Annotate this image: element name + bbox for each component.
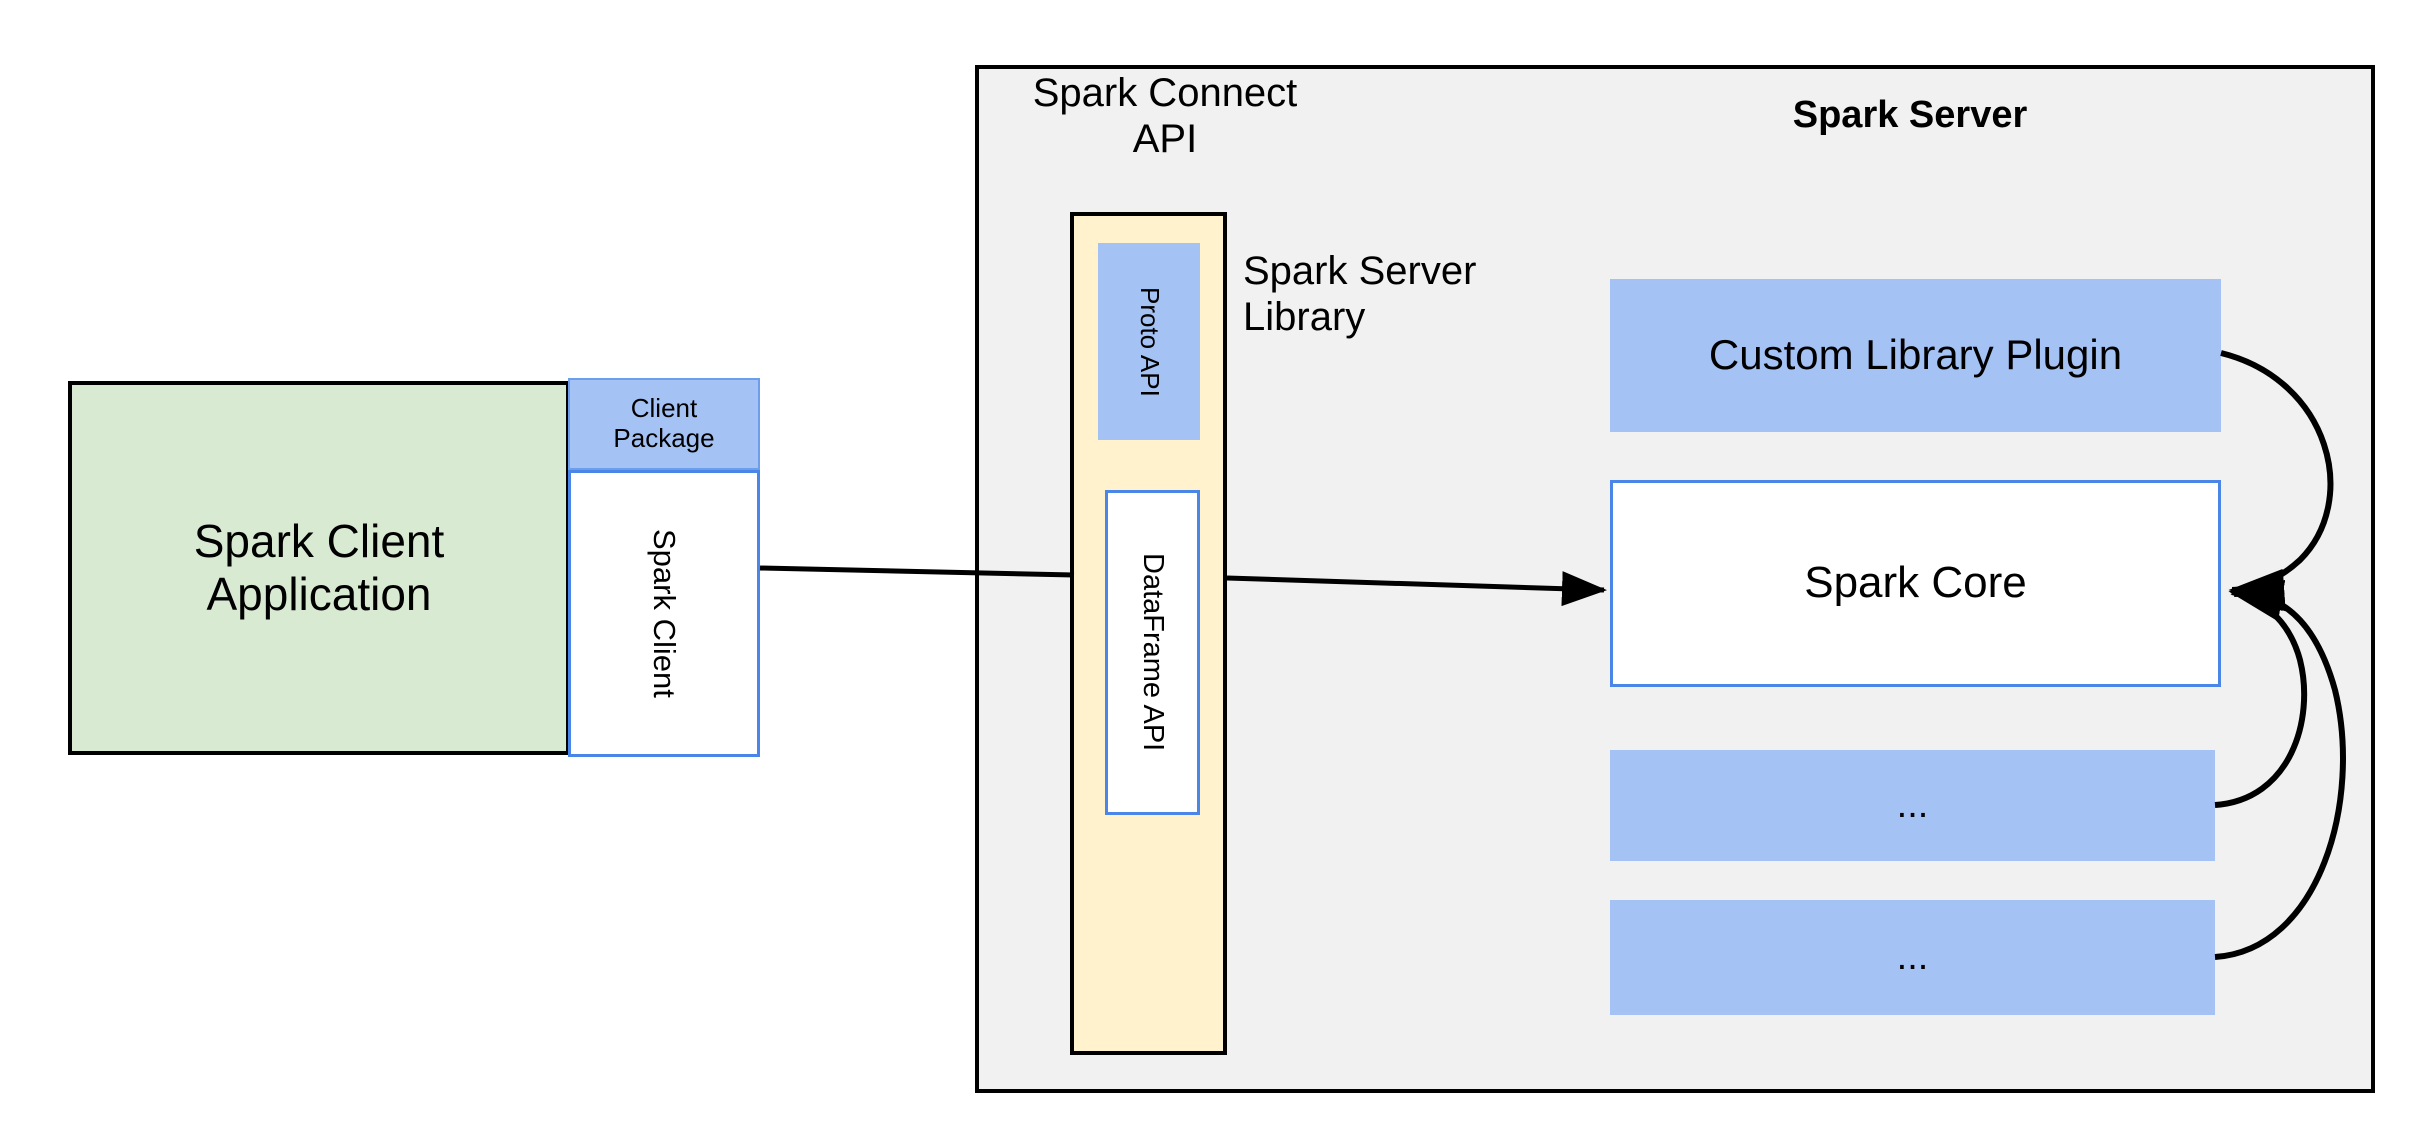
ellipsis-label-1: ... (1896, 783, 1929, 826)
proto-api-box: Proto API (1098, 243, 1200, 440)
dataframe-api-box: DataFrame API (1105, 490, 1200, 815)
ellipsis-label-2: ... (1896, 935, 1929, 978)
spark-client-application-label: Spark Client Application (194, 515, 445, 621)
server-library-line-2: Library (1243, 295, 1366, 339)
client-package-line-2: Package (613, 423, 715, 453)
server-library-line-1: Spark Server (1243, 249, 1477, 293)
proto-api-label: Proto API (1134, 286, 1165, 397)
client-app-line-2: Application (206, 568, 432, 620)
spark-server-title: Spark Server (1792, 94, 2028, 137)
client-package-line-1: Client (630, 393, 698, 424)
client-package-label: Client Package (613, 393, 715, 454)
connect-api-line-2: API (1132, 117, 1198, 161)
spark-client-application-box: Spark Client Application (68, 381, 570, 755)
spark-server-library-label: Spark Server Library (1243, 248, 1543, 352)
spark-connect-api-label: Spark Connect API (1000, 62, 1330, 162)
client-app-line-1: Spark Client (193, 515, 445, 568)
spark-client-box: Spark Client (568, 470, 760, 757)
connect-api-line-1: Spark Connect (1032, 71, 1298, 115)
spark-core-label: Spark Core (1804, 558, 2027, 608)
dataframe-api-label: DataFrame API (1137, 553, 1170, 752)
client-package-box: Client Package (568, 378, 760, 470)
spark-client-label: Spark Client (646, 529, 682, 698)
custom-library-plugin-box: Custom Library Plugin (1610, 279, 2221, 432)
spark-core-box: Spark Core (1610, 480, 2221, 687)
ellipsis-box-2: ... (1610, 900, 2215, 1015)
custom-library-plugin-label: Custom Library Plugin (1708, 331, 2123, 379)
ellipsis-box-1: ... (1610, 750, 2215, 861)
